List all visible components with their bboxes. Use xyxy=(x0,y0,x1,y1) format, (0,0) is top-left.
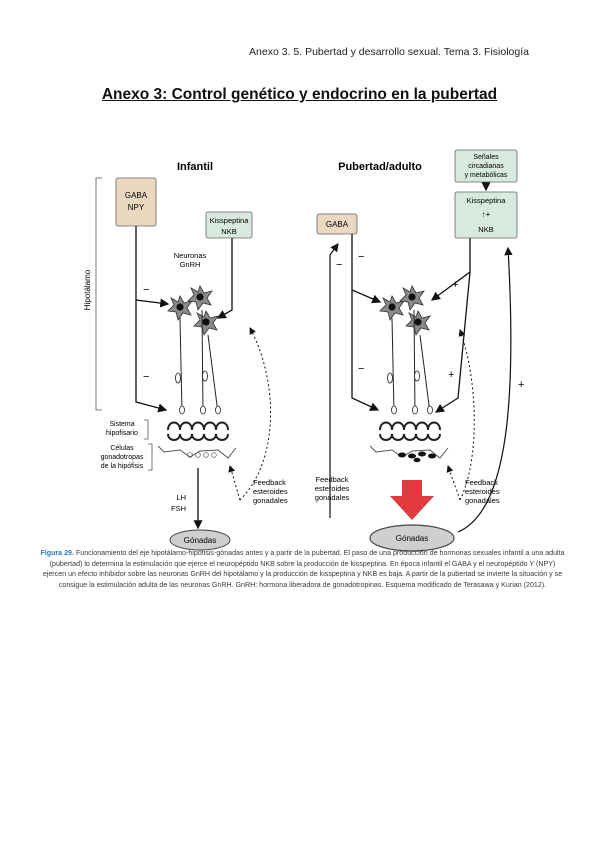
plus-sign: + xyxy=(448,369,454,381)
kiss-left-line1: Kisspeptina xyxy=(210,216,250,225)
feedback-right-a-1: Feedback xyxy=(316,475,349,484)
left-heading: Infantil xyxy=(177,161,213,173)
gaba-box-right xyxy=(316,213,358,235)
kiss-right-line3: NKB xyxy=(478,225,493,234)
celulas-label-1: Células xyxy=(110,445,134,452)
gaba-npy-box xyxy=(115,177,157,227)
feedback-left-1: Feedback xyxy=(253,478,286,487)
gonads-right-label: Gónadas xyxy=(396,534,428,543)
minus-sign: − xyxy=(143,371,149,383)
pituitary-system xyxy=(379,421,441,441)
sistema-label-1: Sistema xyxy=(109,421,134,428)
gnrh-neuron xyxy=(405,310,431,336)
minus-sign: − xyxy=(336,259,342,271)
figure-hpg-axis: Infantil Hipotálamo GABA NPY Kisspeptina… xyxy=(40,140,565,630)
plus-sign: + xyxy=(518,379,524,391)
celulas-label-2: gonadotropas xyxy=(101,454,144,461)
kiss-right-line1: Kisspeptina xyxy=(467,196,507,205)
pituitary-system xyxy=(167,421,229,441)
kiss-left-line2: NKB xyxy=(221,227,236,236)
gnrh-neuron xyxy=(379,295,405,321)
caption-lead: Figura 29. xyxy=(40,549,74,557)
kiss-box-left xyxy=(205,211,253,239)
kiss-right-line2: ↑+ xyxy=(482,210,491,219)
minus-sign: − xyxy=(143,284,149,296)
feedback-left-2: esteroides xyxy=(253,487,288,496)
gonads-left xyxy=(169,529,231,551)
page-title: Anexo 3: Control genético y endocrino en… xyxy=(101,86,498,103)
gnrh-neuron xyxy=(187,285,213,311)
fsh-label: FSH xyxy=(171,504,186,513)
gnrh-neuron xyxy=(193,310,219,336)
signals-line1: Señales xyxy=(473,154,499,161)
feedback-right-a-2: esteroides xyxy=(315,484,350,493)
feedback-right-b-1: Feedback xyxy=(465,478,498,487)
kiss-box-right xyxy=(454,191,518,239)
feedback-left-3: gonadales xyxy=(253,496,288,505)
gnrh-neuron xyxy=(399,285,425,311)
sistema-label-2: hipofisario xyxy=(106,430,138,437)
gaba-npy-line1: GABA xyxy=(125,191,148,200)
gonads-right xyxy=(369,524,455,552)
gnrh-neuron xyxy=(167,295,193,321)
caption-text: Funcionamiento del eje hipotálamo-hipófi… xyxy=(42,549,565,589)
minus-sign: − xyxy=(358,251,364,263)
right-heading: Pubertad/adulto xyxy=(338,161,422,173)
neuron-label-1: Neuronas xyxy=(174,251,207,260)
figure-caption: Figura 29. Funcionamiento del eje hipotá… xyxy=(40,548,565,590)
gaba-npy-line2: NPY xyxy=(128,203,145,212)
celulas-label-3: de la hipófisis xyxy=(101,463,144,470)
hypothalamus-label: Hipotálamo xyxy=(83,269,92,310)
gonads-left-label: Gónadas xyxy=(184,536,216,545)
feedback-right-b-2: esteroides xyxy=(465,487,500,496)
stimulation-arrow xyxy=(390,480,434,520)
gaba-right-label: GABA xyxy=(326,220,349,229)
signals-line2: circadianas xyxy=(468,163,504,170)
minus-sign: − xyxy=(358,363,364,375)
signals-line3: y metabólicas xyxy=(465,172,508,179)
feedback-right-b-3: gonadales xyxy=(465,496,500,505)
plus-sign: + xyxy=(452,279,458,291)
neuron-label-2: GnRH xyxy=(180,260,201,269)
running-header: Anexo 3. 5. Pubertad y desarrollo sexual… xyxy=(249,46,529,58)
feedback-right-a-3: gonadales xyxy=(315,493,350,502)
lh-label: LH xyxy=(176,493,186,502)
